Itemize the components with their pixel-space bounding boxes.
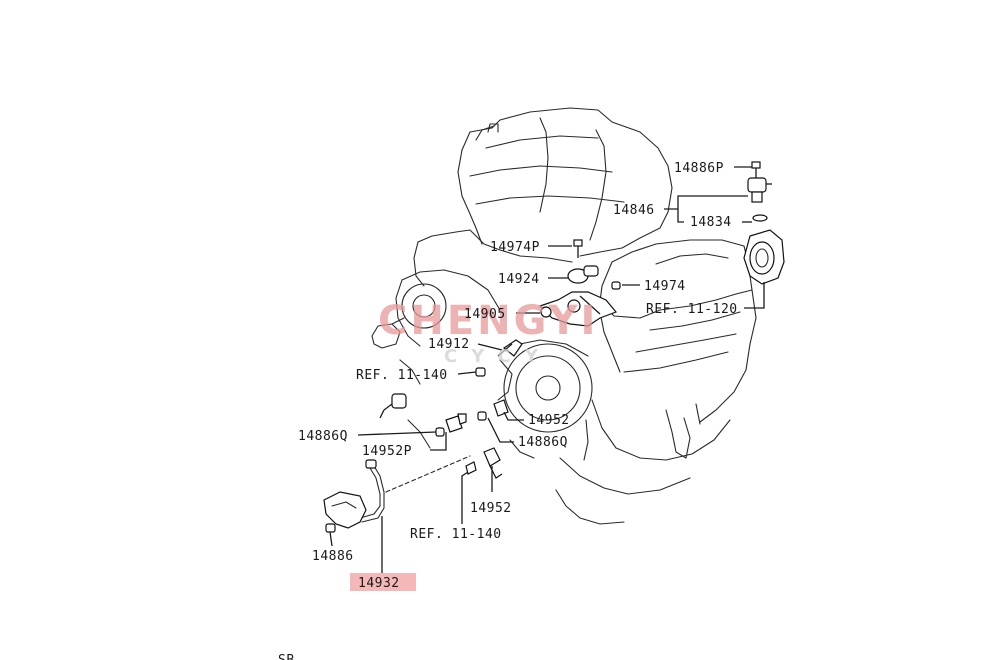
harness-14932 (323, 459, 385, 529)
highlight-14932 (350, 573, 416, 591)
sensor-14846 (747, 177, 772, 203)
label-14886Q-left: 14886Q (298, 429, 348, 444)
watermark-brand: CHENGYI (378, 298, 598, 344)
parts (323, 161, 785, 533)
watermark-sub: CYCY (444, 346, 552, 367)
bracket-14912 (497, 339, 523, 357)
label-14846: 14846 (613, 203, 655, 218)
bracket-14905 (538, 291, 618, 327)
bolt-ref-11-140-upper (475, 367, 486, 377)
label-14932: 14932 (358, 576, 400, 591)
label-ref-11-120: REF. 11-120 (646, 302, 738, 317)
label-ref-11-140-upper: REF. 11-140 (356, 368, 448, 383)
connector-left (379, 393, 407, 419)
clip-14952P (445, 413, 467, 433)
footer-mark: SB (278, 653, 295, 660)
label-14886P: 14886P (674, 161, 724, 176)
valve-14924 (567, 265, 599, 284)
labels: 14886P 14846 14834 14974P 14924 14974 RE… (278, 161, 738, 660)
watermark: CHENGYI CYCY (378, 298, 598, 367)
label-14974P: 14974P (490, 240, 540, 255)
label-14912: 14912 (428, 337, 470, 352)
label-14924: 14924 (498, 272, 540, 287)
label-14886: 14886 (312, 549, 354, 564)
throttle-body-ref-11-120 (743, 229, 785, 285)
bolt-14886Q-right (477, 411, 487, 421)
label-14952-upper: 14952 (528, 413, 570, 428)
label-14905: 14905 (464, 307, 506, 322)
clip-14952-lower (483, 447, 503, 479)
bolt-14974P (573, 239, 583, 258)
label-14974: 14974 (644, 279, 686, 294)
label-ref-11-140-lower: REF. 11-140 (410, 527, 502, 542)
oring-14834 (752, 214, 768, 222)
label-14952-lower: 14952 (470, 501, 512, 516)
bolt-ref-11-140-lower (465, 461, 477, 475)
bolt-14886Q-left (435, 427, 445, 437)
bolt-14886 (325, 523, 336, 533)
leader-lines (329, 166, 765, 574)
bolt-14886P (751, 161, 761, 169)
label-14886Q-right: 14886Q (518, 435, 568, 450)
part-14974 (611, 281, 621, 290)
label-14952P: 14952P (362, 444, 412, 459)
label-14834: 14834 (690, 215, 732, 230)
